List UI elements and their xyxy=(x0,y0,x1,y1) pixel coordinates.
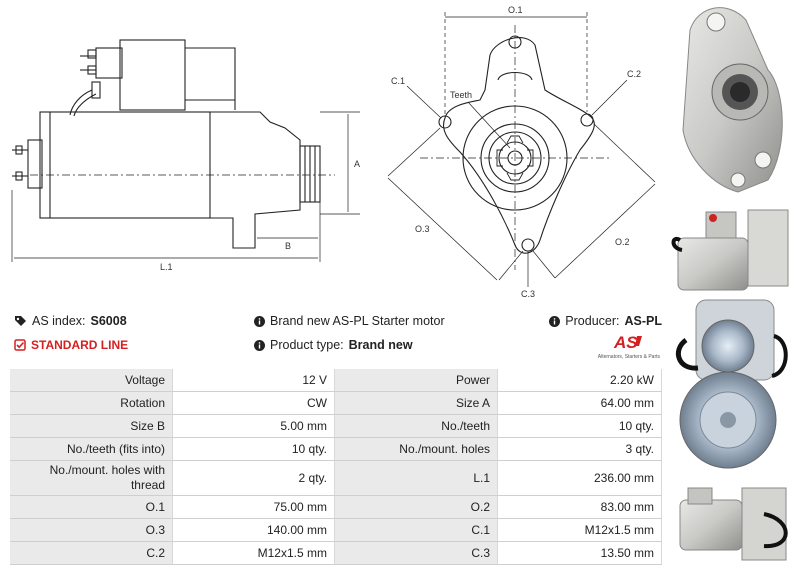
spec-label: Size A xyxy=(335,392,498,415)
as-index: AS index: S6008 xyxy=(14,314,127,328)
spec-label: No./mount. holes with thread xyxy=(10,461,173,496)
producer: Producer: AS-PL xyxy=(549,314,662,328)
technical-drawings: A B L.1 O.1 O.2 O.3 C.1 C.2 C.3 Teeth xyxy=(11,5,656,299)
as-pl-logo: AS Alternators, Starters & Parts xyxy=(590,332,662,362)
as-index-label: AS index: xyxy=(32,314,86,328)
dim-c3-label: C.3 xyxy=(521,289,535,299)
spec-label: O.1 xyxy=(10,496,173,519)
spec-label: C.3 xyxy=(335,542,498,565)
spec-value: 75.00 mm xyxy=(173,496,335,519)
spec-value: 10 qty. xyxy=(498,415,662,438)
spec-value: 2 qty. xyxy=(173,461,335,496)
spec-label: C.2 xyxy=(10,542,173,565)
dim-b-label: B xyxy=(285,241,291,251)
standard-line-badge: STANDARD LINE xyxy=(14,338,128,352)
spec-label: Power xyxy=(335,369,498,392)
spec-label: Size B xyxy=(10,415,173,438)
photo-side-view[interactable] xyxy=(671,209,789,291)
product-photos xyxy=(668,0,800,578)
logo-tagline: Alternators, Starters & Parts xyxy=(598,354,661,360)
spec-value: M12x1.5 mm xyxy=(498,519,662,542)
info-icon xyxy=(254,339,265,351)
spec-label: No./mount. holes xyxy=(335,438,498,461)
spec-value: 12 V xyxy=(173,369,335,392)
info-row-primary: AS index: S6008 Brand new AS-PL Starter … xyxy=(14,314,662,332)
dim-a-label: A xyxy=(354,159,360,169)
spec-label: O.3 xyxy=(10,519,173,542)
info-icon xyxy=(549,315,561,327)
standard-line-label: STANDARD LINE xyxy=(31,338,129,352)
info-row-secondary: STANDARD LINE Product type: Brand new xyxy=(14,338,662,360)
spec-label: O.2 xyxy=(335,496,498,519)
spec-label: C.1 xyxy=(335,519,498,542)
spec-label: No./teeth xyxy=(335,415,498,438)
as-index-value: S6008 xyxy=(90,314,127,328)
side-view-drawing xyxy=(11,39,360,262)
spec-label: L.1 xyxy=(335,461,498,496)
photo-side-view-alt[interactable] xyxy=(679,487,788,561)
spec-value: 236.00 mm xyxy=(498,461,662,496)
product-type-value: Brand new xyxy=(348,338,413,352)
spec-value: 3 qty. xyxy=(498,438,662,461)
dim-c2-label: C.2 xyxy=(627,69,641,79)
spec-value: 2.20 kW xyxy=(498,369,662,392)
spec-value: 83.00 mm xyxy=(498,496,662,519)
spec-value: 140.00 mm xyxy=(173,519,335,542)
dim-o1-label: O.1 xyxy=(508,5,523,15)
product-type-label: Product type: xyxy=(270,338,344,352)
photo-rear-view[interactable] xyxy=(675,299,788,469)
spec-value: 5.00 mm xyxy=(173,415,335,438)
table-row: No./teeth (fits into)10 qty.No./mount. h… xyxy=(10,438,662,461)
check-square-icon xyxy=(14,339,26,351)
spec-value: 13.50 mm xyxy=(498,542,662,565)
info-icon xyxy=(254,315,265,327)
spec-label: No./teeth (fits into) xyxy=(10,438,173,461)
product-description-text: Brand new AS-PL Starter motor xyxy=(270,314,445,328)
producer-value: AS-PL xyxy=(624,314,663,328)
dim-o2-label: O.2 xyxy=(615,237,630,247)
dim-l1-label: L.1 xyxy=(160,262,173,272)
photo-front-view[interactable] xyxy=(682,7,783,193)
producer-label: Producer: xyxy=(565,314,620,328)
tag-icon xyxy=(14,315,27,327)
spec-value: 10 qty. xyxy=(173,438,335,461)
product-type: Product type: Brand new xyxy=(254,338,413,352)
teeth-label: Teeth xyxy=(450,90,472,100)
dim-c1-label: C.1 xyxy=(391,76,405,86)
spec-value: 64.00 mm xyxy=(498,392,662,415)
spec-value: M12x1.5 mm xyxy=(173,542,335,565)
dim-o3-label: O.3 xyxy=(415,224,430,234)
spec-value: CW xyxy=(173,392,335,415)
product-description: Brand new AS-PL Starter motor xyxy=(254,314,445,328)
front-view-drawing xyxy=(387,12,656,287)
logo-mark: AS xyxy=(613,333,638,352)
spec-label: Voltage xyxy=(10,369,173,392)
spec-label: Rotation xyxy=(10,392,173,415)
